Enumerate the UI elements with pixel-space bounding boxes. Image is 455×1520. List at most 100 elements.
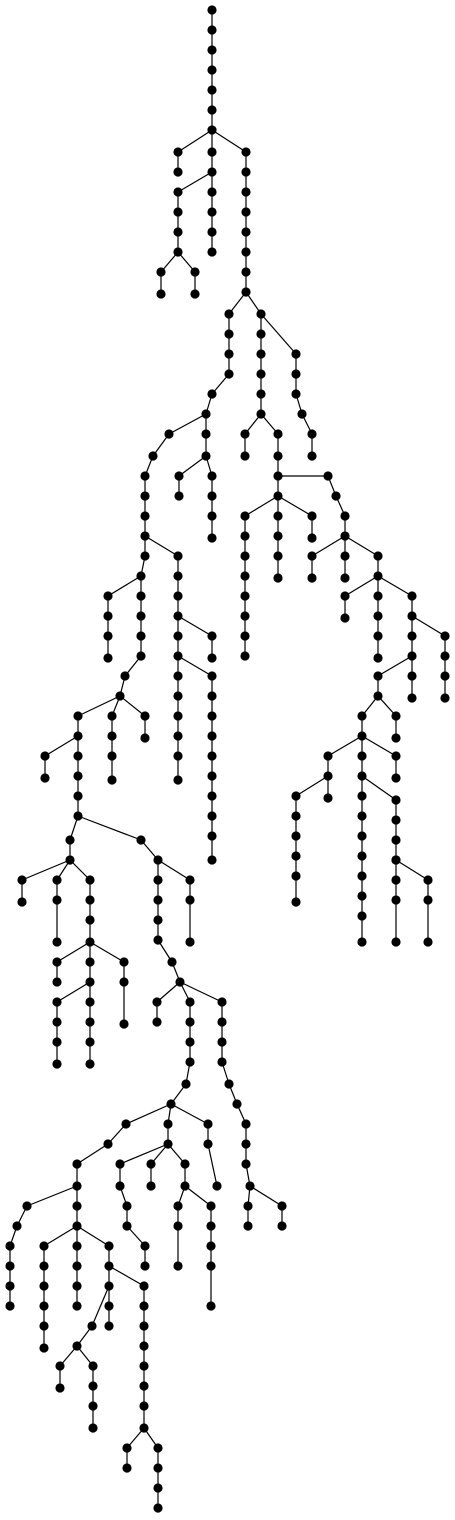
tree-edge — [361, 775, 397, 801]
tree-node — [407, 671, 417, 681]
tree-node — [207, 187, 217, 197]
tree-node — [207, 533, 217, 543]
tree-node — [391, 835, 401, 845]
tree-node — [391, 855, 401, 865]
tree-edge — [249, 1185, 283, 1207]
tree-node — [180, 1159, 190, 1169]
tree-node — [72, 1159, 82, 1169]
tree-node — [323, 751, 333, 761]
tree-node — [55, 1383, 65, 1393]
tree-node — [240, 451, 250, 461]
tree-node — [291, 831, 301, 841]
tree-node — [40, 773, 50, 783]
tree-edge — [295, 775, 329, 797]
tree-node — [103, 1139, 113, 1149]
tree-node — [207, 751, 217, 761]
tree-node — [88, 1361, 98, 1371]
tree-node — [85, 997, 95, 1007]
tree-node — [72, 1301, 82, 1311]
tree-node — [217, 1037, 227, 1047]
tree-node — [39, 1261, 49, 1271]
tree-node — [273, 451, 283, 461]
tree-node — [373, 691, 383, 701]
tree-edge — [157, 859, 191, 881]
tree-node — [241, 1139, 251, 1149]
tree-node — [173, 691, 183, 701]
tree-edge — [76, 1225, 110, 1247]
tree-node — [357, 791, 367, 801]
tree-node — [240, 429, 250, 439]
tree-node — [423, 895, 433, 905]
tree-node — [273, 429, 283, 439]
tree-node — [173, 1261, 183, 1271]
tree-node — [440, 693, 450, 703]
tree-node — [103, 611, 113, 621]
tree-edge — [177, 171, 213, 193]
tree-node — [240, 611, 250, 621]
tree-node — [207, 653, 217, 663]
tree-node — [115, 1181, 125, 1191]
tree-node — [291, 811, 301, 821]
tree-node — [39, 1301, 49, 1311]
tree-node — [340, 573, 350, 583]
tree-node — [373, 671, 383, 681]
tree-node — [207, 831, 217, 841]
tree-node — [241, 1159, 251, 1169]
tree-node — [207, 631, 217, 641]
tree-node — [140, 551, 150, 561]
tree-node — [243, 1201, 253, 1211]
tree-edge — [119, 1143, 169, 1165]
tree-node — [241, 247, 251, 257]
tree-node — [12, 1221, 22, 1231]
tree-node — [52, 937, 62, 947]
tree-node — [206, 1261, 216, 1271]
tree-node — [243, 1221, 253, 1231]
tree-edge — [144, 535, 179, 557]
tree-node — [65, 835, 75, 845]
tree-node — [256, 409, 266, 419]
tree-node — [357, 711, 367, 721]
tree-edge — [43, 1225, 78, 1247]
tree-node — [173, 571, 183, 581]
tree-node — [185, 997, 195, 1007]
tree-node — [121, 1119, 131, 1129]
tree-node — [156, 267, 166, 277]
tree-node — [291, 389, 301, 399]
tree-node — [52, 997, 62, 1007]
tree-node — [104, 1261, 114, 1271]
tree-node — [39, 1321, 49, 1331]
tree-node — [357, 871, 367, 881]
tree-node — [407, 611, 417, 621]
tree-node — [85, 915, 95, 925]
tree-node — [104, 1281, 114, 1291]
tree-node — [152, 997, 162, 1007]
tree-node — [201, 451, 211, 461]
tree-node — [297, 409, 307, 419]
tree-node — [391, 895, 401, 905]
tree-node — [357, 851, 367, 861]
tree-node — [207, 5, 217, 15]
tree-node — [391, 711, 401, 721]
tree-node — [73, 751, 83, 761]
tree-node — [140, 711, 150, 721]
tree-node — [136, 571, 146, 581]
tree-node — [85, 977, 95, 987]
tree-node — [139, 1361, 149, 1371]
tree-node — [85, 937, 95, 947]
tree-edge — [395, 859, 429, 881]
tree-edge — [44, 735, 79, 757]
tree-node — [52, 1059, 62, 1069]
tree-node — [85, 875, 95, 885]
tree-node — [136, 631, 146, 641]
tree-node — [207, 511, 217, 521]
tree-node — [206, 1301, 216, 1311]
tree-node — [391, 751, 401, 761]
tree-node — [185, 1037, 195, 1047]
tree-node — [173, 551, 183, 561]
tree-node — [152, 1017, 162, 1027]
tree-node — [88, 1423, 98, 1433]
tree-node — [207, 389, 217, 399]
tree-node — [232, 1099, 242, 1109]
tree-node — [5, 1261, 15, 1271]
tree-edge — [177, 655, 213, 677]
